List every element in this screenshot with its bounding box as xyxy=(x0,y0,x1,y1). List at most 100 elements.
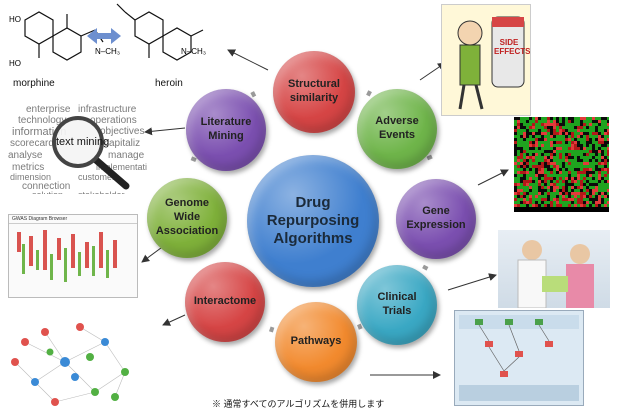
heatmap-cell xyxy=(562,159,565,162)
heatmap-cell xyxy=(547,147,550,150)
heatmap-cell xyxy=(559,117,562,120)
heatmap-cell xyxy=(589,198,592,201)
heatmap-cell xyxy=(607,192,609,195)
heatmap-cell xyxy=(589,138,592,141)
heatmap-cell xyxy=(574,171,577,174)
side-effects-cartoon: SIDE EFFECTS xyxy=(441,4,531,116)
heatmap-cell xyxy=(607,153,609,156)
heatmap-cell xyxy=(583,174,586,177)
heatmap-cell xyxy=(568,150,571,153)
heatmap-cell xyxy=(538,198,541,201)
heatmap-cell xyxy=(520,159,523,162)
heatmap-cell xyxy=(589,141,592,144)
heatmap-cell xyxy=(517,126,520,129)
heatmap-cell xyxy=(550,186,553,189)
heatmap-cell xyxy=(580,189,583,192)
heatmap-cell xyxy=(535,201,538,204)
heatmap-cell xyxy=(517,138,520,141)
heatmap-cell xyxy=(532,183,535,186)
heatmap-cell xyxy=(568,135,571,138)
heatmap-cell xyxy=(532,138,535,141)
heatmap-cell xyxy=(544,141,547,144)
heatmap-cell xyxy=(562,180,565,183)
heatmap-cell xyxy=(541,141,544,144)
heatmap-cell xyxy=(544,147,547,150)
heatmap-cell xyxy=(595,192,598,195)
heatmap-cell xyxy=(565,201,568,204)
heatmap-cell xyxy=(568,174,571,177)
heatmap-cell xyxy=(580,186,583,189)
heatmap-cell xyxy=(592,165,595,168)
heatmap-cell xyxy=(589,171,592,174)
heatmap-cell xyxy=(568,177,571,180)
heatmap-cell xyxy=(517,156,520,159)
heatmap-cell xyxy=(574,138,577,141)
heatmap-cell xyxy=(559,174,562,177)
heatmap-cell xyxy=(541,168,544,171)
heatmap-cell xyxy=(562,174,565,177)
word: capitaliz xyxy=(104,138,141,149)
heatmap-cell xyxy=(586,132,589,135)
heatmap-cell xyxy=(592,195,595,198)
heatmap-cell xyxy=(526,132,529,135)
heatmap-cell xyxy=(577,189,580,192)
heatmap-cell xyxy=(550,117,553,120)
heatmap-cell xyxy=(556,168,559,171)
heatmap-cell xyxy=(517,159,520,162)
heatmap-cell xyxy=(538,189,541,192)
heatmap-cell xyxy=(571,147,574,150)
pathway-diagram xyxy=(454,310,584,406)
heatmap-cell xyxy=(553,192,556,195)
heatmap-cell xyxy=(577,144,580,147)
heatmap-cell xyxy=(583,132,586,135)
node-pathways: Pathways xyxy=(275,302,357,382)
heatmap-cell xyxy=(550,144,553,147)
heatmap-cell xyxy=(565,123,568,126)
heatmap-cell xyxy=(550,156,553,159)
heatmap-cell xyxy=(526,198,529,201)
heatmap-cell xyxy=(592,171,595,174)
heatmap-cell xyxy=(577,204,580,207)
heatmap-cell xyxy=(514,129,517,132)
heatmap-cell xyxy=(568,117,571,120)
heatmap-cell xyxy=(574,162,577,165)
heatmap-cell xyxy=(529,117,532,120)
heatmap-cell xyxy=(532,135,535,138)
heatmap-cell xyxy=(565,189,568,192)
heatmap-cell xyxy=(574,183,577,186)
heatmap-cell xyxy=(514,195,517,198)
heatmap-cell xyxy=(520,144,523,147)
heatmap-cell xyxy=(538,144,541,147)
heatmap-cell xyxy=(607,186,609,189)
heatmap-cell xyxy=(547,171,550,174)
heatmap-cell xyxy=(535,141,538,144)
heatmap-cell xyxy=(595,129,598,132)
heatmap-cell xyxy=(553,135,556,138)
heatmap-cell xyxy=(577,156,580,159)
heatmap-cell xyxy=(595,186,598,189)
footnote: ※ 通常すべてのアルゴリズムを併用します xyxy=(212,399,385,409)
heatmap-cell xyxy=(583,204,586,207)
node-gene-expression: Gene Expression xyxy=(396,179,476,259)
node-label: Adverse Events xyxy=(375,115,419,141)
word: information xyxy=(12,126,67,138)
heatmap-cell xyxy=(541,135,544,138)
heatmap-cell xyxy=(589,195,592,198)
heatmap-cell xyxy=(556,138,559,141)
heatmap-cell xyxy=(595,204,598,207)
heatmap-cell xyxy=(547,168,550,171)
heatmap-cell xyxy=(568,132,571,135)
heatmap-cell xyxy=(577,186,580,189)
heatmap-cell xyxy=(538,183,541,186)
heatmap-cell xyxy=(541,186,544,189)
heatmap-cell xyxy=(514,192,517,195)
heatmap-cell xyxy=(565,198,568,201)
heatmap-cell xyxy=(544,189,547,192)
gwas-chart xyxy=(17,230,117,282)
heatmap-cell xyxy=(589,150,592,153)
heatmap-cell xyxy=(538,150,541,153)
heatmap-cell xyxy=(520,132,523,135)
node-clinical-trials: Clinical Trials xyxy=(357,265,437,345)
heatmap-cell xyxy=(559,189,562,192)
heatmap-cell xyxy=(538,120,541,123)
